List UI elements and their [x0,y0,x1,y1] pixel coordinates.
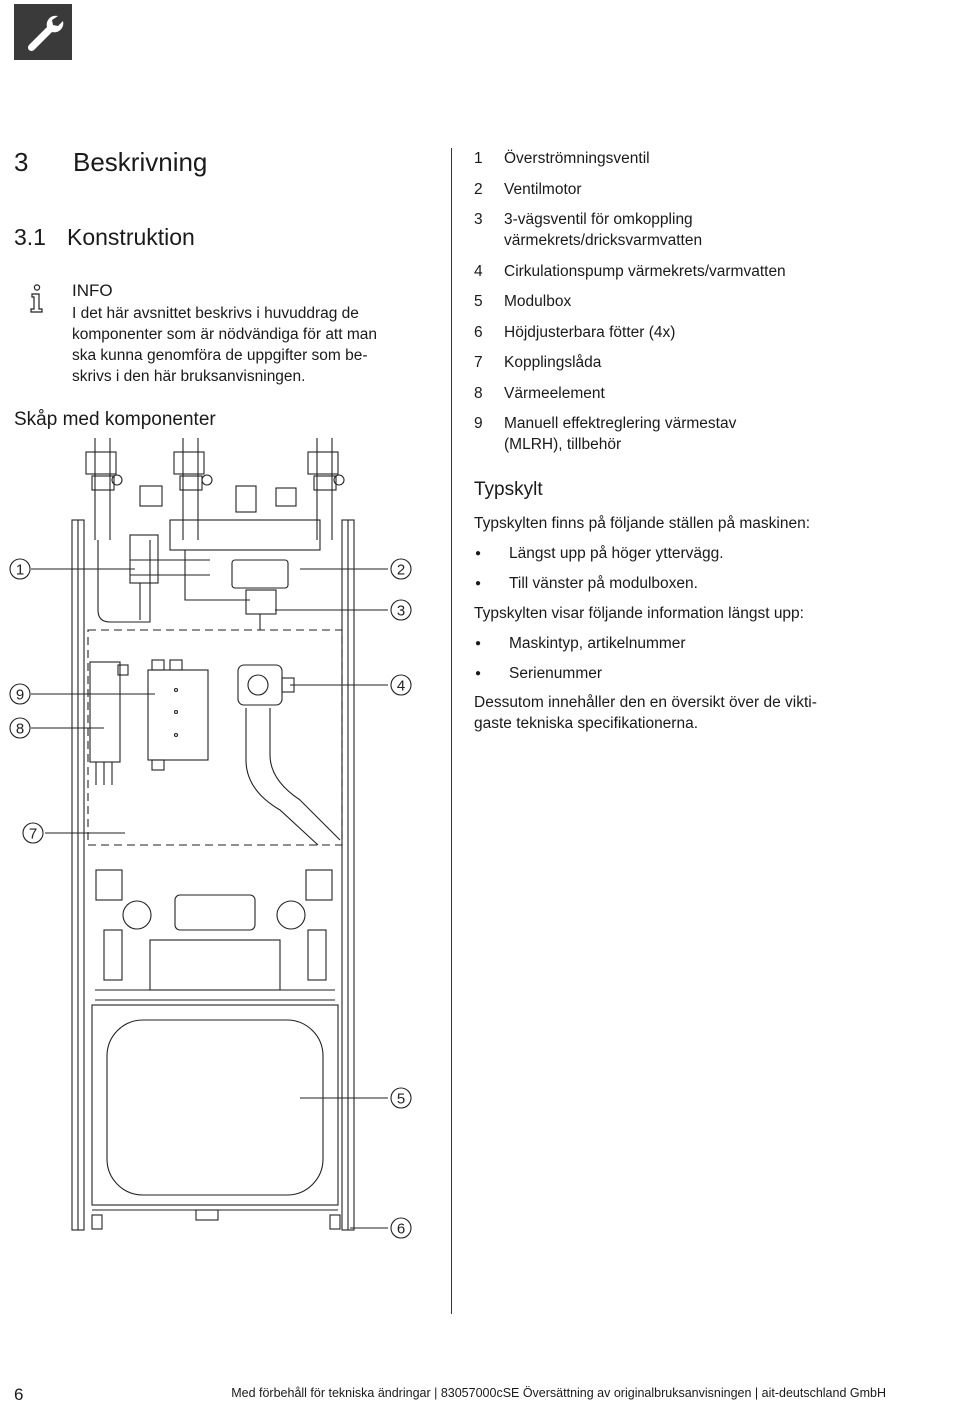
svg-text:4: 4 [397,678,405,695]
callout-1: 1 [9,558,31,580]
info-text: I det här avsnittet beskrivs i huvuddrag… [72,303,417,387]
svg-text:7: 7 [29,826,37,843]
typskylt-location-item: Till vänster på modulboxen. [474,573,698,594]
svg-text:3: 3 [397,603,405,620]
summary-line: Dessutom innehåller den en översikt över… [474,694,817,711]
top-valve-assembly [307,438,345,540]
section-title: Konstruktion [67,224,195,250]
callout-9: 9 [9,683,31,705]
svg-text:8: 8 [16,721,24,738]
figure-title: Skåp med komponenter [14,409,216,430]
callout-2: 2 [390,558,412,580]
typskylt-info-item: Maskintyp, artikelnummer [474,633,686,654]
info-line: komponenter som är nödvändiga för att ma… [72,326,378,343]
chapter-title: Beskrivning [73,147,208,177]
typskylt-summary: Dessutom innehåller den en översikt över… [474,692,886,734]
cabinet-technical-drawing: 1 2 3 4 5 6 7 8 9 [9,438,412,1239]
info-line: ska kunna genomföra de uppgifter som be- [72,347,368,364]
svg-text:5: 5 [397,1091,405,1108]
page-number: 6 [14,1385,24,1404]
svg-text:6: 6 [397,1221,405,1238]
callout-4: 4 [390,674,412,696]
info-line: skrivs i den här bruksanvisningen. [72,368,306,385]
footer-text: Med förbehåll för tekniska ändringar | 8… [231,1386,886,1400]
callout-8: 8 [9,717,31,739]
info-icon [30,284,43,313]
callout-7: 7 [22,822,44,844]
typskylt-info-intro: Typskylten visar följande information lä… [474,605,804,622]
info-line: I det här avsnittet beskrivs i huvuddrag… [72,305,359,322]
callout-5: 5 [390,1087,412,1109]
typskylt-intro: Typskylten finns på följande ställen på … [474,515,811,532]
svg-text:9: 9 [16,687,24,704]
info-heading: INFO [72,281,113,300]
typskylt-info-item: Serienummer [474,663,602,684]
top-valve-assembly [173,438,213,540]
top-valve-assembly [85,438,123,540]
section-number: 3.1 [14,224,46,250]
typskylt-heading: Typskylt [474,479,543,500]
callout-3: 3 [390,599,412,621]
wrench-icon [14,4,72,60]
chapter-number: 3 [14,147,29,177]
summary-line: gaste tekniska specifikationerna. [474,715,699,732]
callout-6: 6 [390,1217,412,1239]
svg-text:2: 2 [397,562,405,579]
typskylt-location-item: Längst upp på höger yttervägg. [474,543,724,564]
column-divider [451,148,452,1314]
svg-text:1: 1 [16,562,24,579]
